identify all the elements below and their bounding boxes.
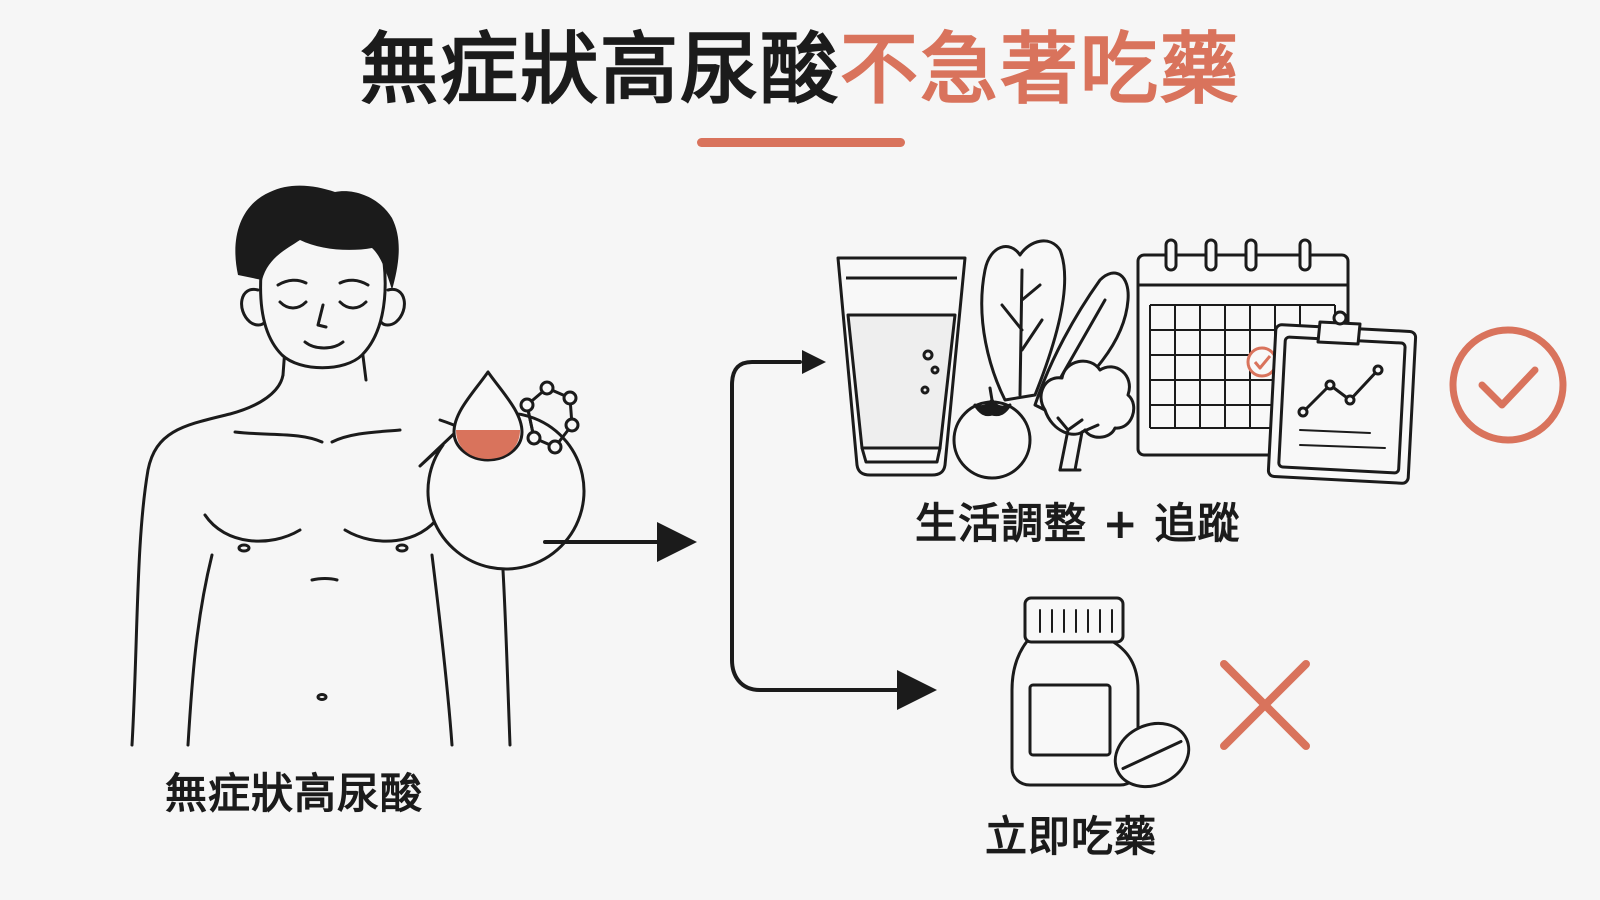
title-main: 無症狀高尿酸 — [359, 25, 840, 115]
calendar-check-icon — [1246, 346, 1278, 378]
title-accent: 不急著吃藥 — [840, 25, 1241, 115]
branch-arrow-upper — [730, 360, 937, 710]
vegetables-icon — [952, 239, 1136, 480]
uric-acid-bubble — [418, 370, 586, 571]
check-circle-icon — [1449, 326, 1567, 444]
person-illustration — [130, 260, 512, 747]
hair — [235, 185, 399, 290]
clipboard-chart-icon — [1266, 310, 1418, 485]
water-glass-icon — [836, 256, 967, 477]
label-immediate-medication: 立即吃藥 — [985, 812, 1158, 861]
label-lifestyle-tracking: 生活調整 + 追蹤 — [915, 499, 1241, 548]
molecule-icon — [519, 380, 580, 455]
title-underline — [697, 138, 905, 147]
branch-arrow-upper-head — [802, 350, 826, 374]
medicine-bottle-icon — [1010, 596, 1191, 789]
label-asymptomatic-hyperuricemia: 無症狀高尿酸 — [165, 769, 424, 818]
torso-outline — [130, 373, 285, 747]
cross-icon — [1220, 660, 1310, 750]
pill-icon — [1113, 721, 1191, 789]
page-title: 無症狀高尿酸不急著吃藥 — [0, 25, 1600, 115]
broccoli-icon — [1039, 359, 1136, 472]
flow-arrows — [543, 360, 937, 710]
